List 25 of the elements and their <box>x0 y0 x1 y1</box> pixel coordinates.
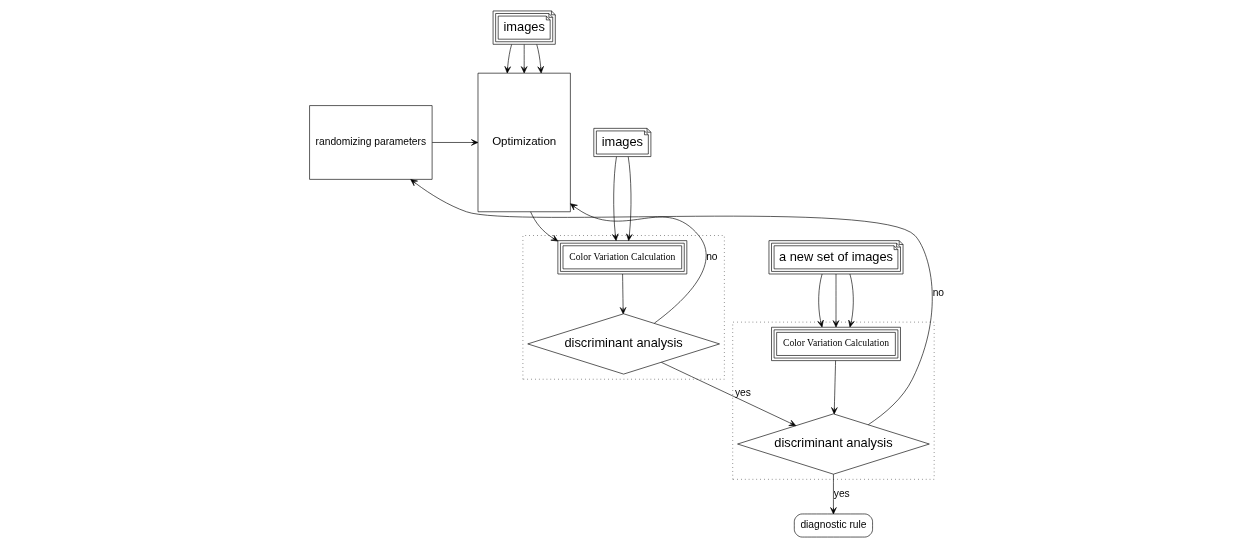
edge-label: yes <box>833 487 850 499</box>
arrow <box>626 156 633 241</box>
arrow <box>817 273 824 328</box>
arrow <box>661 362 797 426</box>
edge-label: no <box>932 287 945 299</box>
node-box: Optimization <box>477 72 571 213</box>
arrow <box>504 44 512 74</box>
arrow <box>431 139 479 146</box>
edge-label: no <box>706 250 718 262</box>
arrow <box>832 273 840 328</box>
arrow <box>410 179 933 425</box>
arrow <box>612 156 619 241</box>
arrow <box>831 360 838 415</box>
arrow <box>619 273 627 315</box>
edge-label: yes <box>734 387 751 399</box>
node-box: diagnostic rule <box>793 513 873 538</box>
arrow <box>570 203 707 324</box>
node-box: randomizing parameters <box>309 105 433 180</box>
arrow <box>536 44 544 74</box>
arrow <box>830 474 837 515</box>
arrow <box>848 273 855 328</box>
node-diamond: discriminant analysis <box>737 413 930 475</box>
arrow <box>530 211 559 242</box>
arrow <box>520 44 528 74</box>
node-diamond: discriminant analysis <box>527 313 720 375</box>
